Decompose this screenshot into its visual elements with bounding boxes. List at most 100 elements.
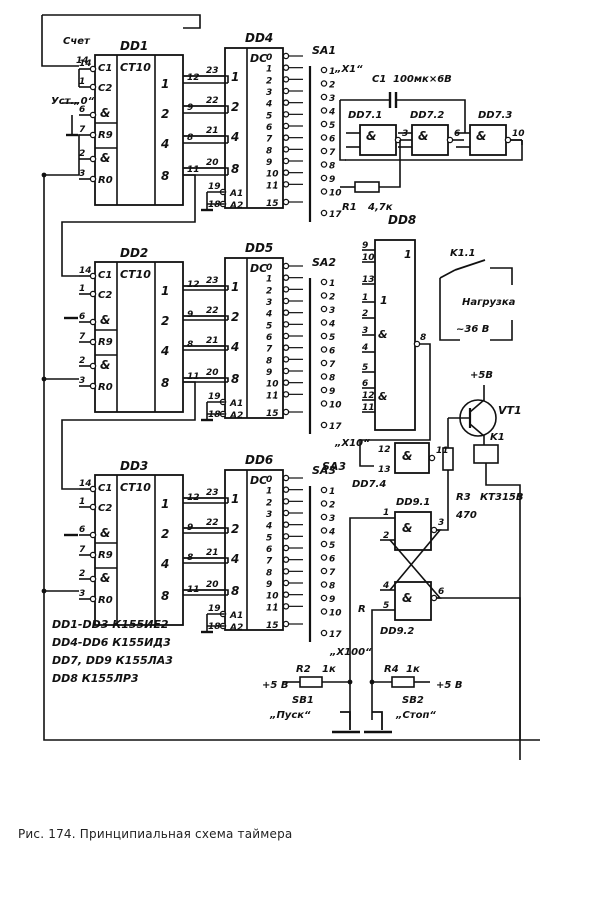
sa1-switch-contact <box>320 161 328 168</box>
sa2-switch-contact <box>320 305 328 313</box>
dd2-inverting-input <box>89 362 97 370</box>
dd1-output-pin: 8 <box>187 133 193 143</box>
sa1-switch-contact <box>320 188 328 195</box>
sa3-switch-contact <box>320 567 328 575</box>
reset-bus <box>71 115 80 175</box>
sb1-button <box>340 711 351 730</box>
sa3-switch-pin: 10 <box>329 609 342 619</box>
dd4-output <box>282 134 290 141</box>
dd1-output-pin: 11 <box>187 165 200 175</box>
dd2-to-decoder <box>183 315 229 320</box>
r3-label: R3 <box>456 492 471 503</box>
dd3-inverting-input <box>89 575 97 583</box>
dd2-r0-label: R0 <box>98 382 113 393</box>
dd5-output <box>282 367 290 375</box>
dd3-input-pin: 14 <box>79 479 92 489</box>
dd4-output <box>282 146 290 153</box>
dd9-1-gate-body <box>394 511 432 551</box>
r1-label: R1 <box>342 202 357 213</box>
dd5-output-pin: 10 <box>266 380 279 390</box>
sa1-switch-pin: 3 <box>329 94 335 104</box>
dd5-output-pin: 15 <box>266 409 279 419</box>
legend-line: DD8 К155ЛР3 <box>52 672 139 685</box>
dd2-and-label: & <box>100 313 110 327</box>
dd3-to-decoder <box>183 497 229 503</box>
reset-label: Уст.„0“ <box>51 96 95 107</box>
dd8-output <box>413 340 421 348</box>
sb2-wire <box>371 609 380 720</box>
dd8-pin: 5 <box>362 363 368 373</box>
sa1-switch-pin: 9 <box>329 175 335 185</box>
dd5-output-pin: 9 <box>266 368 272 378</box>
r1-value: 4,7к <box>367 202 393 213</box>
sb2-label: SB2 <box>402 695 424 706</box>
dd6-output-pin: 4 <box>265 522 272 532</box>
sa3-switch-pin: 9 <box>329 595 335 605</box>
sa1-switch-contact <box>320 80 328 87</box>
dd4-input-pin: 19 <box>208 182 221 192</box>
dd7-4-label: DD7.4 <box>352 479 386 490</box>
dd3-weight-label: 8 <box>161 589 169 603</box>
dd2-input-pin: 2 <box>79 356 85 366</box>
dd9-2-output <box>430 594 438 602</box>
junction <box>41 376 47 382</box>
sa1-range-label: „X1“ <box>334 64 363 75</box>
sa2-switch-contact <box>320 292 328 299</box>
dd4-a1-label: A1 <box>229 189 243 199</box>
dd6-output <box>282 620 290 628</box>
dd2-counter-body <box>94 261 184 413</box>
dd7-3-gate-output <box>504 136 512 144</box>
sa1-switch-pin: 5 <box>329 121 335 131</box>
dd5-output-pin: 4 <box>265 310 272 320</box>
dd1-output-pin: 9 <box>187 103 193 113</box>
dd8-pin: 3 <box>362 326 368 336</box>
dd4-weight-label: 1 <box>231 70 239 84</box>
dd6-output <box>282 533 290 540</box>
dd2-to-decoder <box>183 377 229 382</box>
dd1-to-decoder <box>183 75 229 83</box>
dd6-output-pin: 10 <box>266 592 279 602</box>
cascade-dd1-dd2 <box>61 174 196 277</box>
dd4-input-pin: 20 <box>206 158 219 168</box>
dd3-r9-label: R9 <box>98 550 113 561</box>
figure-caption: Рис. 174. Принципиальная схема таймера <box>18 827 293 841</box>
sa1-switch-pin: 2 <box>329 81 335 91</box>
dd7-4-output <box>428 454 436 462</box>
sa2-switch-contact <box>320 278 328 286</box>
dd6-output <box>282 556 290 563</box>
dd5-output-pin: 1 <box>266 275 272 285</box>
sa3-switch-contact <box>320 513 328 521</box>
sa3-switch-pin: 4 <box>328 528 335 538</box>
sa3-switch-pin: 7 <box>329 568 336 578</box>
dd4-output-pin: 1 <box>266 65 272 75</box>
dd3-input-pin: 1 <box>79 497 85 507</box>
dd9-pin: 1 <box>383 508 389 518</box>
dd9-pin: 6 <box>438 587 444 597</box>
dd1-inverting-input <box>89 155 97 163</box>
dd4-output <box>282 181 290 188</box>
dd6-output-pin: 15 <box>266 621 279 631</box>
dd4-ellipsis: ⋮ <box>271 180 281 191</box>
dd3-input-pin: 2 <box>79 569 85 579</box>
dd6-output-pin: 11 <box>266 603 279 613</box>
dd3-weight-label: 1 <box>161 497 169 511</box>
dd9-1-and: & <box>402 521 412 535</box>
dd5-output <box>282 262 290 270</box>
dd2-inverting-input <box>89 338 97 346</box>
dd6-input-pin: 22 <box>206 518 219 528</box>
dd7-4-and: & <box>402 449 412 463</box>
dd5-ellipsis: ⋮ <box>271 390 281 401</box>
dd4-decoder-body <box>224 47 284 209</box>
dd4-input-pin: 23 <box>206 66 219 76</box>
vt-type-label: КТ315В <box>480 492 524 503</box>
dd1-input-pin: 3 <box>79 169 85 179</box>
dd5-output <box>282 356 290 363</box>
dd4-output-pin: 10 <box>266 170 279 180</box>
sa2-switch-pin: 4 <box>328 320 335 330</box>
junction <box>41 172 47 178</box>
dd6-weight-label: 4 <box>230 552 239 566</box>
dd3-input-pin: 6 <box>79 525 85 535</box>
dd8-label: DD8 <box>388 213 416 227</box>
sa3-switch-contact <box>320 500 328 507</box>
dd8-one: 1 <box>404 248 412 261</box>
